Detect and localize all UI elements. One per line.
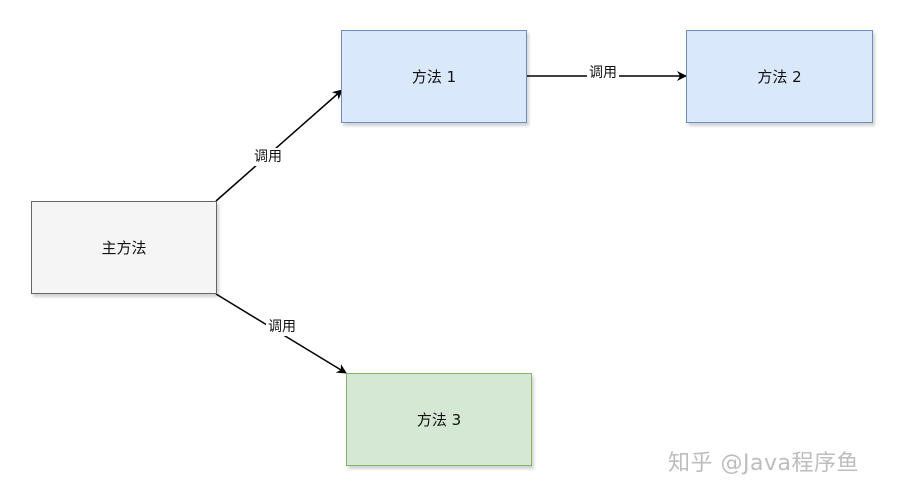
edge-label-method1-to-method2: 调用 xyxy=(587,64,619,82)
node-method-3: 方法 3 xyxy=(346,373,532,466)
node-method-2: 方法 2 xyxy=(686,30,873,123)
watermark-text: 知乎 @Java程序鱼 xyxy=(668,451,859,476)
edge-label-main-to-method1: 调用 xyxy=(252,148,284,166)
node-main-method: 主方法 xyxy=(31,201,217,294)
edge-label-main-to-method3: 调用 xyxy=(266,318,298,336)
node-method-1: 方法 1 xyxy=(341,30,527,123)
edge-main-to-method1 xyxy=(215,89,343,202)
